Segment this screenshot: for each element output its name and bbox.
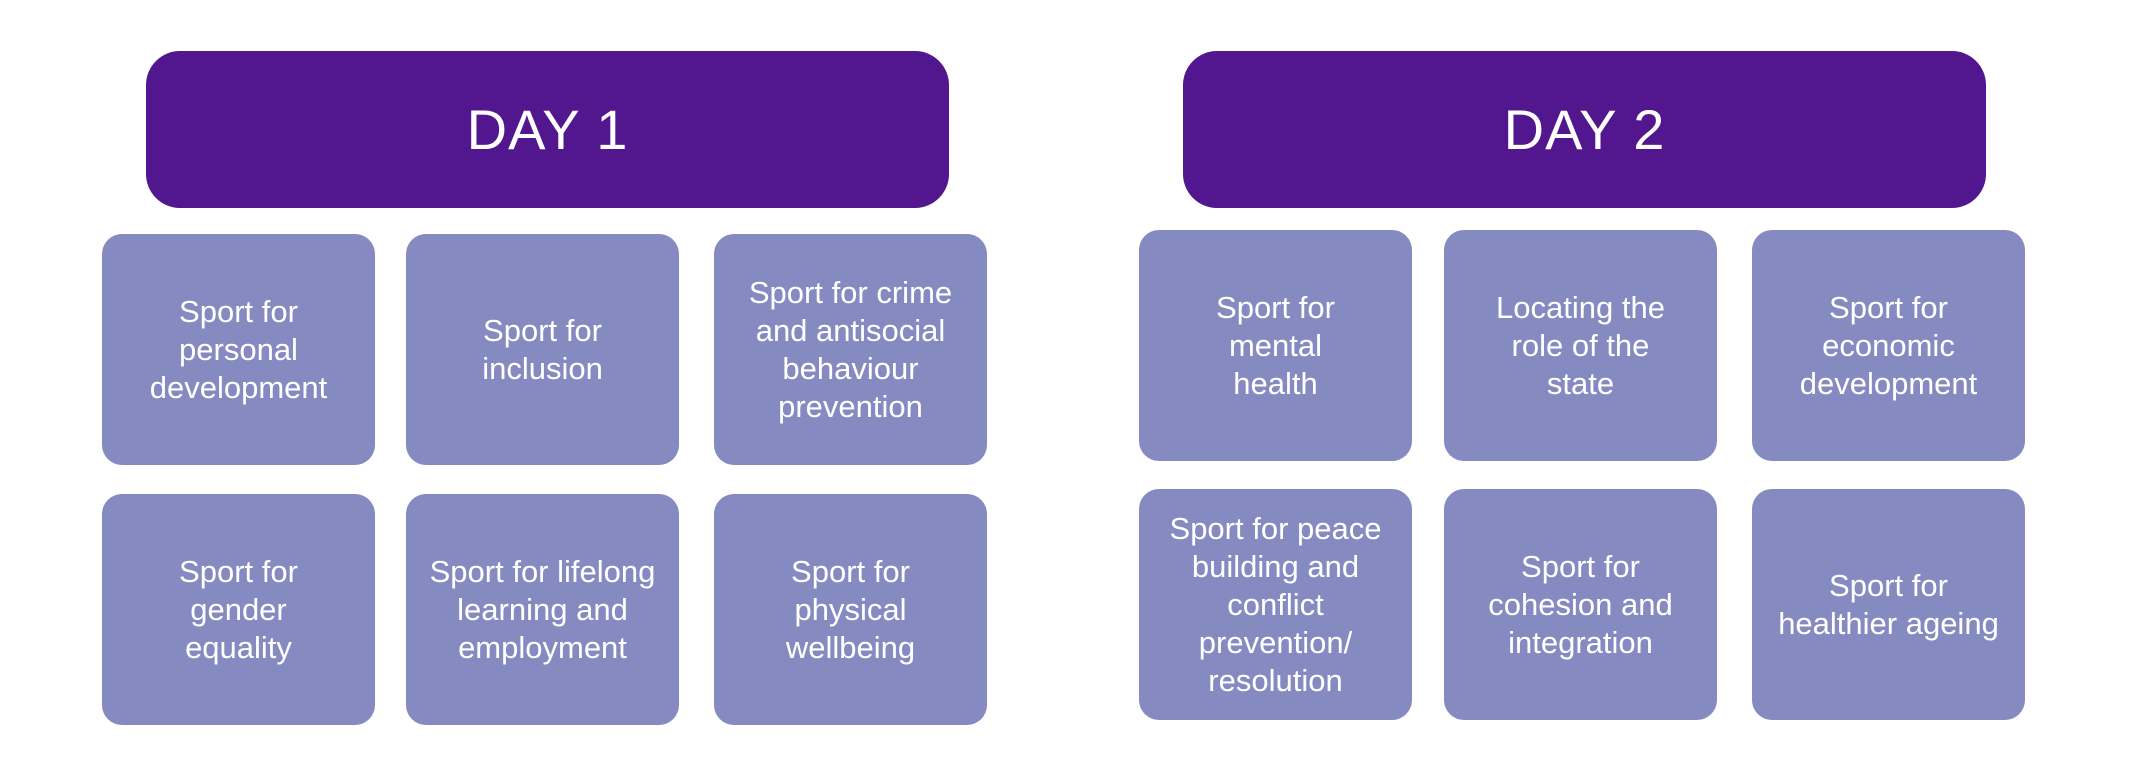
day-2-topic-peace-building: Sport for peace building and conflict pr… <box>1139 489 1412 720</box>
day-1-topic-physical-wellbeing: Sport for physical wellbeing <box>714 494 987 725</box>
day-1-topic-inclusion: Sport for inclusion <box>406 234 679 465</box>
topic-label: Sport for cohesion and integration <box>1488 548 1673 660</box>
topic-label: Sport for economic development <box>1799 289 1978 401</box>
topic-label: Sport for crime and antisocial behaviour… <box>748 274 953 424</box>
day-1-header: DAY 1 <box>146 51 949 208</box>
topic-label: Sport for peace building and conflict pr… <box>1169 510 1382 698</box>
day-2-topic-cohesion-integration: Sport for cohesion and integration <box>1444 489 1717 720</box>
day-2-title: DAY 2 <box>1503 98 1666 161</box>
day-2-topic-mental-health: Sport for mental health <box>1139 230 1412 461</box>
day-2-topic-role-of-state: Locating the role of the state <box>1444 230 1717 461</box>
topic-label: Locating the role of the state <box>1496 289 1665 401</box>
topic-label: Sport for inclusion <box>482 312 603 386</box>
day-2-topic-economic-development: Sport for economic development <box>1752 230 2025 461</box>
day-2-topic-healthier-ageing: Sport for healthier ageing <box>1752 489 2025 720</box>
day-2-header: DAY 2 <box>1183 51 1986 208</box>
day-1-topic-personal-development: Sport for personal development <box>102 234 375 465</box>
topic-label: Sport for physical wellbeing <box>785 553 916 665</box>
topic-label: Sport for gender equality <box>179 553 298 665</box>
day-1-topic-gender-equality: Sport for gender equality <box>102 494 375 725</box>
day-1-topic-crime-prevention: Sport for crime and antisocial behaviour… <box>714 234 987 465</box>
day-1-topic-lifelong-learning: Sport for lifelong learning and employme… <box>406 494 679 725</box>
topic-label: Sport for healthier ageing <box>1778 567 1999 641</box>
day-1-title: DAY 1 <box>466 98 629 161</box>
topic-label: Sport for lifelong learning and employme… <box>429 553 656 665</box>
topic-label: Sport for personal development <box>149 293 328 405</box>
topic-label: Sport for mental health <box>1216 289 1335 401</box>
